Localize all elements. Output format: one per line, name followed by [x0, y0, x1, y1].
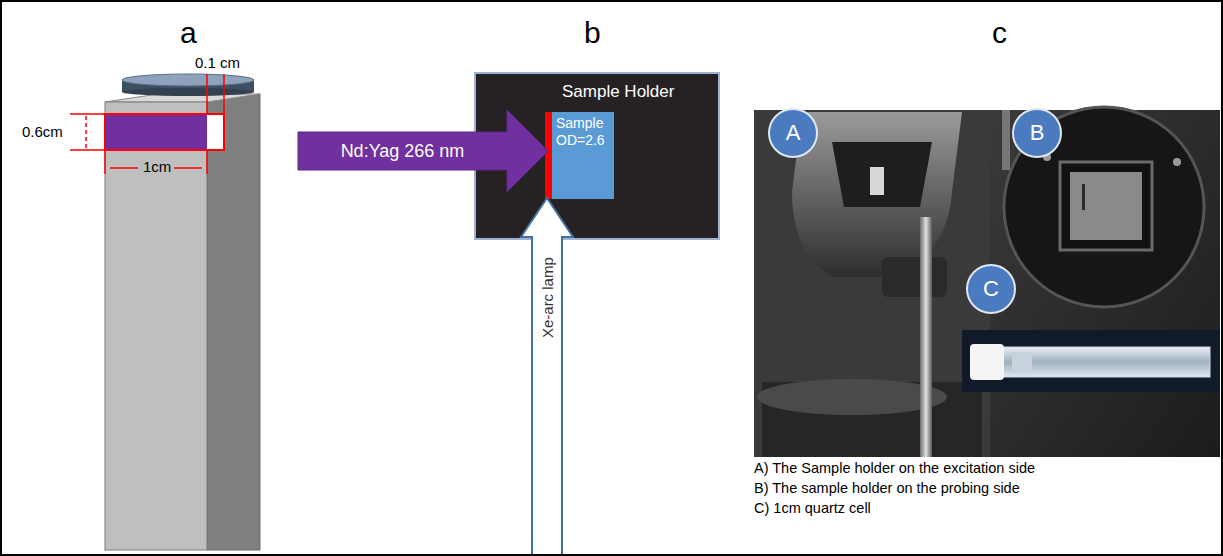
photo-excitation-side: [754, 110, 990, 457]
laser-arrow: Nd:Yag 266 nm: [298, 110, 548, 192]
cuvette-drawing: [70, 74, 260, 550]
callout-letter: B: [1030, 120, 1045, 145]
callout-circle: C: [966, 264, 1016, 314]
caption-line: C) 1cm quartz cell: [754, 500, 871, 517]
dimension-label: 0.6cm: [22, 123, 63, 140]
callout-letter: A: [786, 120, 801, 145]
photo-probing-side: [990, 107, 1220, 457]
panel-letter: a: [180, 16, 197, 51]
panel-letter: c: [992, 16, 1007, 51]
photo-quartz-cell: [962, 330, 1220, 392]
arrow-outline: [520, 197, 574, 556]
callout-circle: B: [1012, 108, 1062, 158]
caption-line: B) The sample holder on the probing side: [754, 480, 1020, 497]
node-text: Sample Holder: [562, 82, 712, 102]
node-text: Xe-arc lamp: [538, 257, 555, 338]
lamp-arrow: Xe-arc lamp: [520, 197, 574, 556]
dimension-label: 1cm: [143, 158, 171, 175]
dimension-label: 0.1 cm: [195, 54, 240, 71]
callout-circle: A: [768, 108, 818, 158]
sample-box: Sample OD=2.6: [545, 112, 614, 199]
panel-letter: b: [584, 16, 601, 51]
node-text: Nd:Yag 266 nm: [341, 141, 465, 162]
node-text: Sample OD=2.6: [556, 115, 611, 149]
callout-letter: C: [983, 276, 999, 301]
caption-line: A) The Sample holder on the excitation s…: [754, 460, 1035, 477]
